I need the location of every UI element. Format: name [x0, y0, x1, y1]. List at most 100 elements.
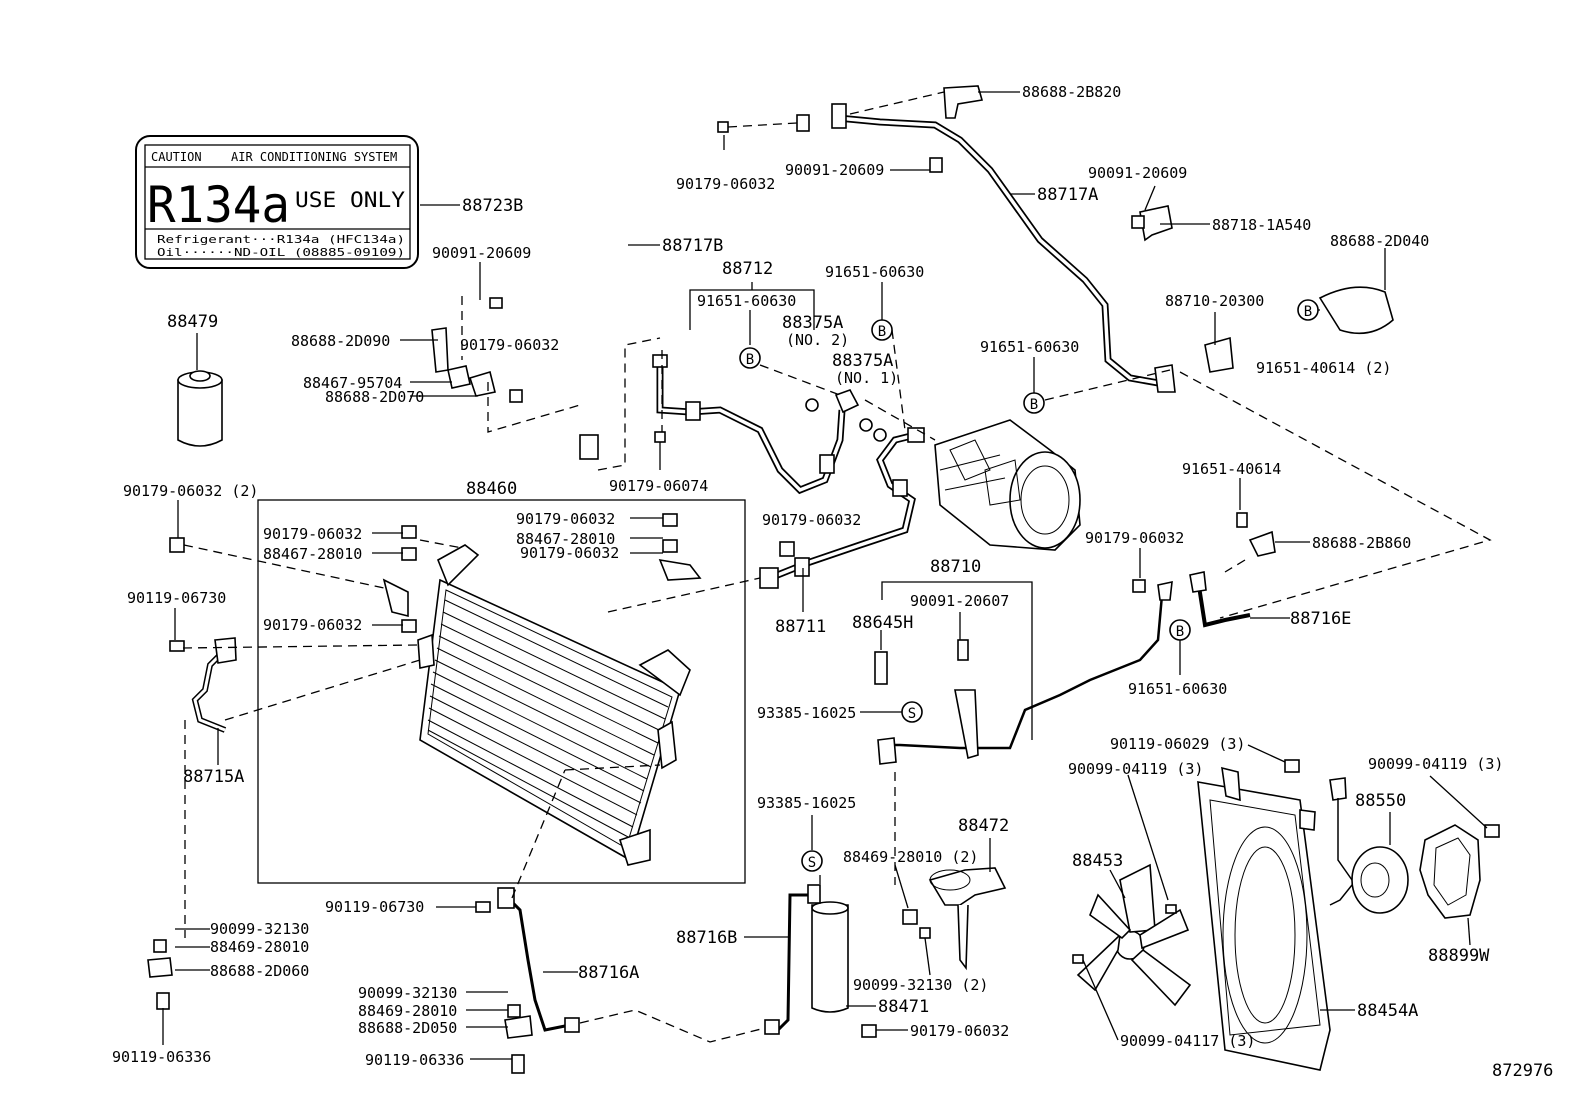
part-label: 90091-20609 — [785, 161, 884, 179]
label-oil-line: Oil······ND-OIL (08885-09109) — [157, 246, 405, 259]
condenser-group-frame — [257, 499, 746, 884]
diagram-number: 872976 — [1492, 1061, 1553, 1081]
part-labels: 88688-2B820 90179-06032 90091-20609 8871… — [112, 83, 1553, 1081]
bracket-88718-1A540 — [1139, 205, 1173, 242]
part-label: 88467-95704 — [303, 374, 402, 392]
part-label: 93385-16025 — [757, 704, 856, 722]
part-label: 91651-40614 — [1182, 460, 1281, 478]
caution-label: CAUTION AIR CONDITIONING SYSTEM R134a US… — [135, 135, 419, 269]
compressor-drawing — [934, 419, 1081, 551]
hose-88712 — [656, 365, 846, 495]
part-label: (NO. 1) — [835, 369, 898, 387]
part-label: 90099-32130 (2) — [853, 976, 988, 994]
part-label: 88479 — [167, 312, 218, 332]
symbol-s-2-text: S — [808, 855, 816, 871]
symbol-b-4 — [1297, 299, 1319, 321]
part-label: 90179-06032 (2) — [123, 482, 258, 500]
symbol-b-1-text: B — [746, 352, 754, 368]
symbol-s-1-text: S — [908, 706, 916, 722]
part-label: 88467-28010 — [263, 545, 362, 563]
part-label: 90179-06032 — [676, 175, 775, 193]
pipe-88710 — [882, 594, 1164, 750]
part-label: 90179-06074 — [609, 477, 708, 495]
label-use-only-text: USE ONLY — [295, 188, 405, 212]
part-label: 90099-04117 (3) — [1120, 1032, 1255, 1050]
part-88710-20300 — [1204, 336, 1234, 373]
part-label: 90119-06336 — [365, 1051, 464, 1069]
assembly-dashed-lines — [182, 91, 1492, 1043]
part-label: 91651-60630 — [697, 292, 796, 310]
part-label: 88712 — [722, 259, 773, 279]
part-label: 88688-2B860 — [1312, 534, 1411, 552]
part-label: 90179-06032 — [520, 544, 619, 562]
part-label: 88711 — [775, 617, 826, 637]
part-label: 91651-60630 — [980, 338, 1079, 356]
hose-88717B-fitting — [796, 114, 810, 132]
label-r134a-text: R134a — [147, 176, 290, 234]
part-label: 88717B — [662, 236, 723, 256]
part-label: 90179-06032 — [1085, 529, 1184, 547]
part-label: 88716E — [1290, 609, 1351, 629]
part-label: (NO. 2) — [786, 331, 849, 349]
symbol-b-5-text: B — [1176, 624, 1184, 640]
part-label: 88899W — [1428, 946, 1490, 966]
label-refrigerant-line: Refrigerant···R134a (HFC134a) — [157, 233, 405, 246]
part-label: 90099-04119 (3) — [1368, 755, 1503, 773]
part-label: 90179-06032 — [910, 1022, 1009, 1040]
part-label: 88454A — [1357, 1001, 1418, 1021]
part-label: 90119-06336 — [112, 1048, 211, 1066]
part-label: 90179-06032 — [460, 336, 559, 354]
part-label: 90179-06032 — [263, 525, 362, 543]
part-label: 90119-06730 — [127, 589, 226, 607]
bracket-88472 — [928, 867, 1007, 971]
part-label: 88550 — [1355, 791, 1406, 811]
fan-88453 — [1076, 863, 1192, 1007]
part-label: 88469-28010 — [358, 1002, 457, 1020]
pressure-switch-88645H — [874, 651, 888, 685]
symbol-b-3 — [1023, 392, 1045, 414]
part-label: 88688-2D060 — [210, 962, 309, 980]
bracket-88688-2D050 — [504, 1015, 533, 1039]
part-label: 88453 — [1072, 851, 1123, 871]
part-label: 88710-20300 — [1165, 292, 1264, 310]
label-caution-text: CAUTION — [151, 150, 202, 164]
part-label: 88716B — [676, 928, 737, 948]
part-label: 88375A — [782, 313, 843, 333]
part-label: 90179-06032 — [762, 511, 861, 529]
part-label: 90099-32130 — [358, 984, 457, 1002]
fan-motor-88550 — [1329, 777, 1409, 914]
part-label: 88471 — [878, 997, 929, 1017]
part-label: 88688-2D040 — [1330, 232, 1429, 250]
symbol-b-4-text: B — [1304, 304, 1312, 320]
bracket-88688-2B820 — [943, 85, 984, 119]
part-label: 90091-20609 — [432, 244, 531, 262]
symbol-b-2-text: B — [878, 324, 886, 340]
symbol-b-1 — [739, 347, 761, 369]
symbol-b-3-text: B — [1030, 397, 1038, 413]
part-label: 88645H — [852, 613, 913, 633]
part-label: 88688-2D050 — [358, 1019, 457, 1037]
symbol-b-5 — [1169, 619, 1191, 641]
pipe-88716A — [503, 893, 571, 1032]
symbol-b-2 — [871, 319, 893, 341]
part-label: 90179-06032 — [263, 616, 362, 634]
label-system-text: AIR CONDITIONING SYSTEM — [231, 150, 397, 164]
part-label: 88688-2D090 — [291, 332, 390, 350]
part-label: 88469-28010 (2) — [843, 848, 978, 866]
fan-shroud-88454A — [1197, 766, 1331, 1071]
bracket-88688-2D090 — [431, 327, 449, 373]
part-label: 88710 — [930, 557, 981, 577]
part-label: 88688-2B820 — [1022, 83, 1121, 101]
part-label: 88718-1A540 — [1212, 216, 1311, 234]
pipe-88716E — [1196, 579, 1251, 628]
part-label: 88716A — [578, 963, 639, 983]
symbol-s-2 — [801, 850, 823, 872]
part-label: 88688-2D070 — [325, 388, 424, 406]
condenser-drawing — [382, 513, 702, 866]
part-label: 88717A — [1037, 185, 1098, 205]
receiver-88479 — [177, 370, 223, 447]
part-label: 91651-60630 — [1128, 680, 1227, 698]
part-label: 90091-20609 — [1088, 164, 1187, 182]
part-label: 88715A — [183, 767, 244, 787]
